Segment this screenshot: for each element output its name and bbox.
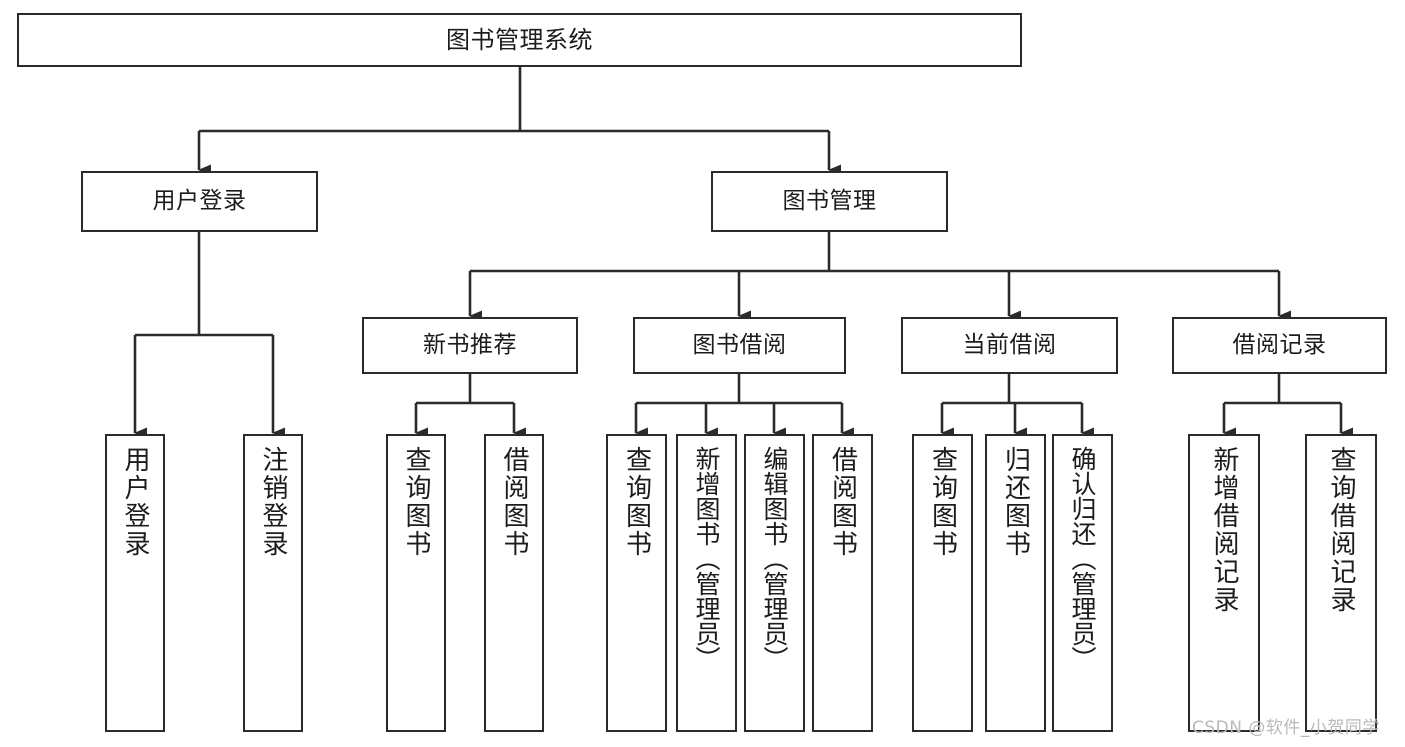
node-label: 图书管理: [782, 187, 877, 214]
node-label: 归还图书: [1000, 446, 1031, 558]
node-book-borrow[interactable]: 图书借阅: [633, 317, 846, 374]
node-current-borrow[interactable]: 当前借阅: [901, 317, 1118, 374]
node-root[interactable]: 图书管理系统: [17, 13, 1022, 67]
node-leaf-query-book-1[interactable]: 查询图书: [386, 434, 446, 732]
node-leaf-add-record[interactable]: 新增借阅记录: [1188, 434, 1260, 732]
node-label: 编辑图书（管理员）: [760, 446, 789, 671]
node-label: 查询图书: [401, 446, 431, 558]
node-label: 注销登录: [258, 446, 288, 558]
node-leaf-edit-book[interactable]: 编辑图书（管理员）: [744, 434, 805, 732]
node-label: 用户登录: [120, 446, 150, 558]
node-label: 借阅记录: [1232, 331, 1327, 358]
csdn-watermark: CSDN @软件_小贺同学: [1192, 718, 1380, 738]
node-label: 新增借阅记录: [1209, 446, 1239, 614]
node-label: 用户登录: [152, 187, 247, 214]
node-new-book-rec[interactable]: 新书推荐: [362, 317, 578, 374]
node-user-login[interactable]: 用户登录: [81, 171, 318, 232]
node-label: 借阅图书: [827, 446, 858, 558]
node-label: 查询借阅记录: [1326, 446, 1356, 614]
node-leaf-borrow-book-2[interactable]: 借阅图书: [812, 434, 873, 732]
node-leaf-query-book-2[interactable]: 查询图书: [606, 434, 667, 732]
node-label: 当前借阅: [962, 331, 1057, 358]
node-leaf-query-book-3[interactable]: 查询图书: [912, 434, 973, 732]
node-label: 新书推荐: [423, 331, 517, 358]
node-label: 图书管理系统: [446, 25, 593, 54]
node-leaf-confirm-return[interactable]: 确认归还（管理员）: [1052, 434, 1113, 732]
edges: [133, 67, 1353, 439]
node-label: 确认归还（管理员）: [1068, 446, 1097, 671]
node-leaf-return-book[interactable]: 归还图书: [985, 434, 1046, 732]
node-label: 借阅图书: [499, 446, 529, 558]
node-label: 图书借阅: [692, 331, 787, 358]
node-leaf-add-book[interactable]: 新增图书（管理员）: [676, 434, 737, 732]
node-label: 新增图书（管理员）: [692, 446, 721, 671]
node-leaf-borrow-book-1[interactable]: 借阅图书: [484, 434, 544, 732]
node-leaf-query-record[interactable]: 查询借阅记录: [1305, 434, 1377, 732]
node-borrow-record[interactable]: 借阅记录: [1172, 317, 1387, 374]
node-book-manage[interactable]: 图书管理: [711, 171, 948, 232]
node-leaf-logout[interactable]: 注销登录: [243, 434, 303, 732]
node-label: 查询图书: [621, 446, 652, 558]
node-leaf-user-login[interactable]: 用户登录: [105, 434, 165, 732]
node-label: 查询图书: [927, 446, 958, 558]
